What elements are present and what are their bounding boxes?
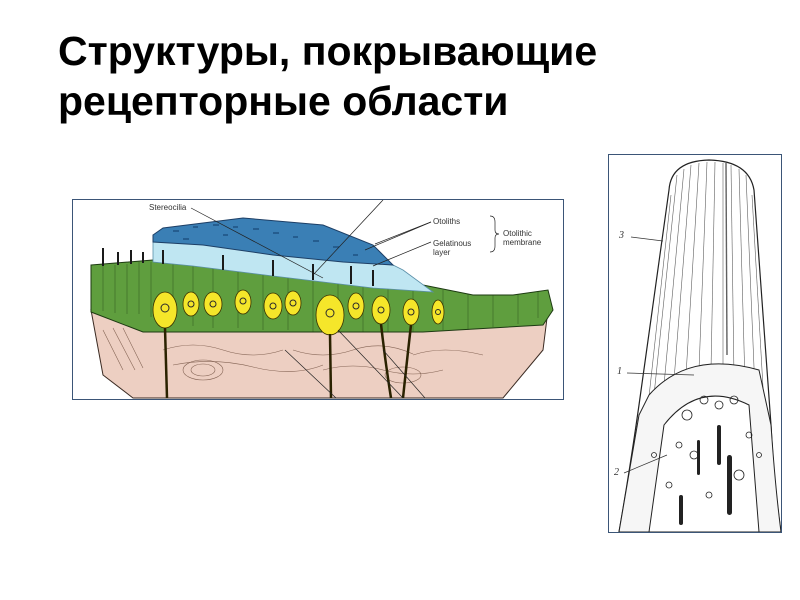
otolithic-membrane-figure: Stereocilia Otoliths Gelatinous layer Ot… (72, 199, 564, 400)
label-stereocilia: Stereocilia (149, 203, 187, 212)
slide-title-line-1: Структуры, покрывающие (58, 28, 598, 74)
cupula-figure: 3 1 2 (608, 154, 782, 533)
label-otolithic-membrane-line2: membrane (503, 238, 542, 247)
label-1: 1 (617, 366, 622, 377)
otolithic-membrane-illustration (90, 200, 554, 399)
slide-title: Структуры, покрывающие рецепторные облас… (58, 26, 758, 126)
label-2: 2 (614, 467, 619, 478)
slide-title-line-2: рецепторные области (58, 78, 509, 124)
label-otoliths: Otoliths (433, 217, 461, 226)
cupula-illustration (618, 159, 781, 532)
label-gelatinous-layer-line1: Gelatinous (433, 239, 472, 248)
label-3: 3 (619, 230, 624, 241)
label-gelatinous-layer-line2: layer (433, 248, 451, 257)
label-otolithic-membrane-line1: Otolithic (503, 229, 532, 238)
